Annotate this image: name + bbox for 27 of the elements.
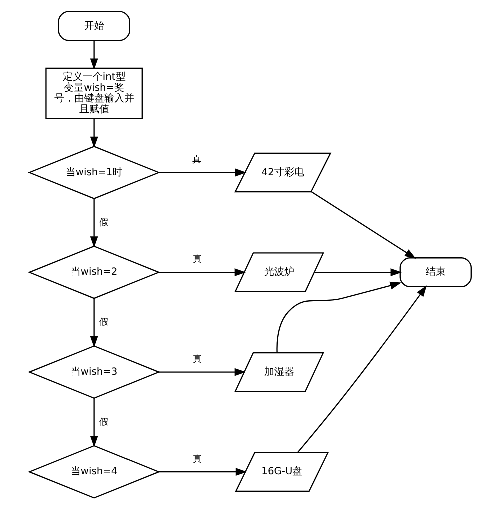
node-diamond: 当wish=3 xyxy=(28,346,160,399)
arrow xyxy=(158,368,246,376)
arrow xyxy=(90,119,98,148)
node-diamond: 当wish=1时 xyxy=(28,146,160,200)
arrow xyxy=(158,468,247,476)
edge-label: 假 xyxy=(99,318,108,328)
arrow xyxy=(90,298,98,348)
edge-label: 真 xyxy=(192,255,202,266)
arrow xyxy=(314,268,402,276)
arrow xyxy=(297,286,427,453)
edge-label: 真 xyxy=(192,354,202,365)
node-diamond: 当wish=2 xyxy=(28,246,160,300)
arrow xyxy=(158,168,246,177)
arrow xyxy=(310,191,416,260)
edge-label: 真 xyxy=(192,155,202,166)
node-box: 定义一个int型变量wish=奖号，由键盘输入并且赋值 xyxy=(45,68,142,120)
edge-label: 真 xyxy=(192,454,202,465)
arrow xyxy=(90,198,98,248)
arrow xyxy=(158,268,246,276)
edge-label: 假 xyxy=(99,218,108,228)
node-box: 开始 xyxy=(58,11,130,42)
arrow xyxy=(276,282,402,353)
node-box: 结束 xyxy=(399,258,472,288)
node-diamond: 当wish=4 xyxy=(28,445,160,499)
arrow xyxy=(90,40,98,70)
edge-label: 假 xyxy=(99,418,108,428)
arrow xyxy=(90,398,98,448)
